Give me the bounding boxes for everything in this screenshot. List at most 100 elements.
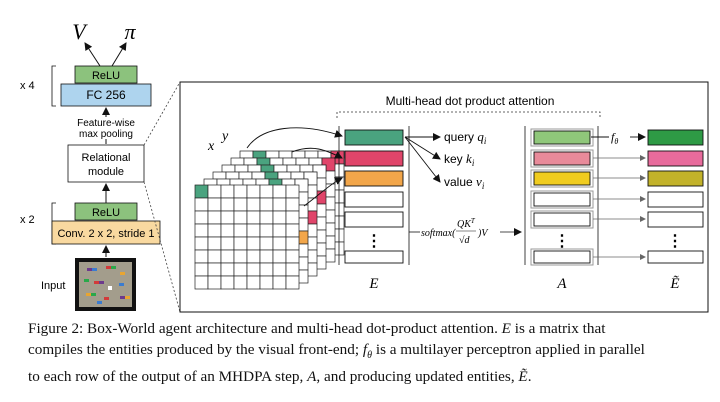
- curve-arrow-entity-2: [291, 147, 343, 159]
- repeat-x2-label: x 2: [20, 214, 35, 226]
- formula-prefix: softmax(: [421, 228, 456, 239]
- figure-caption: Figure 2: Box-World agent architecture a…: [28, 318, 708, 387]
- grid-front-cell: [259, 210, 274, 225]
- grid-front-cell: [207, 262, 222, 277]
- grid-layer-cell: [278, 150, 293, 159]
- grid-front-cell: [194, 223, 209, 238]
- E-row-3: [344, 170, 404, 187]
- grid-front-cell: [285, 275, 300, 290]
- grid-front-cell: [220, 275, 235, 290]
- label-A: A: [556, 276, 567, 292]
- repeat-x4-label: x 4: [20, 80, 35, 92]
- grid-front-cell: [220, 223, 235, 238]
- arrow-to-v: [84, 42, 101, 67]
- E-row-4: [344, 191, 404, 208]
- grid-front-cell: [272, 275, 287, 290]
- repeat-x4-bracket: [51, 65, 56, 107]
- grid-front-cell: [272, 236, 287, 251]
- grid-front-cell: [272, 223, 287, 238]
- arrow-value: [404, 136, 441, 183]
- grid-front-cell: [220, 184, 235, 199]
- arrow-key: [404, 136, 441, 160]
- query-label: query qi: [444, 129, 487, 146]
- formula-denominator: √d: [459, 235, 470, 246]
- grid-front-cell: [285, 210, 300, 225]
- grid-front-cell: [246, 262, 261, 277]
- relu-top-box: [74, 65, 138, 84]
- label-Etilde: Ẽ: [669, 275, 679, 292]
- key-label: key ki: [444, 151, 475, 168]
- grid-layer-cell: [295, 157, 310, 166]
- grid-front-cell: [246, 249, 261, 264]
- grid-front-cell: [246, 275, 261, 290]
- grid-front-cell: [259, 223, 274, 238]
- grid-layer-cell: [256, 157, 271, 166]
- conv-box: [51, 220, 161, 245]
- caption-line-2: compiles the entities produced by the vi…: [28, 341, 645, 362]
- arrow-to-pi: [111, 42, 127, 67]
- grid-layer-cell: [282, 157, 297, 166]
- grid-layer-cell: [273, 164, 288, 173]
- grid-front-cell: [233, 184, 248, 199]
- softmax-formula: softmax( QKT √d )V: [421, 217, 489, 246]
- grid-layer-cell: [290, 171, 305, 180]
- attention-panel: Multi-head dot product attention x y ⋮ E: [179, 81, 709, 313]
- grid-layer-cell: [286, 164, 301, 173]
- E-row-5: [344, 211, 404, 228]
- grid-front-cell: [272, 197, 287, 212]
- grid-layer-cell: [299, 164, 314, 173]
- grid-front-cell: [259, 275, 274, 290]
- grid-front-cell: [233, 197, 248, 212]
- grid-front-cell: [259, 262, 274, 277]
- input-image: [75, 258, 136, 311]
- grid-front-cell: [272, 262, 287, 277]
- E-row-1: [344, 129, 404, 146]
- relational-module-box: [67, 144, 145, 183]
- grid-layer-cell: [234, 164, 249, 173]
- mhdpa-title-bracket: [336, 111, 601, 118]
- A-row-1: [533, 130, 591, 145]
- Etilde-row-last: [647, 250, 704, 264]
- f-theta-label: fθ: [611, 130, 618, 146]
- grid-layer-cell: [265, 150, 280, 159]
- grid-front-cell: [194, 210, 209, 225]
- grid-layer-cell: [230, 157, 245, 166]
- grid-front-cell: [220, 236, 235, 251]
- grid-layer-cell: [221, 164, 236, 173]
- axis-y-label: y: [220, 129, 229, 144]
- grid-layer-cell: [239, 150, 254, 159]
- grid-layer-cell: [277, 171, 292, 180]
- grid-front-cell: [246, 184, 261, 199]
- grid-front-cell: [207, 210, 222, 225]
- grid-front-cell: [194, 249, 209, 264]
- grid-layer-cell: [264, 171, 279, 180]
- grid-layer-cell: [304, 150, 319, 159]
- grid-front-cell: [233, 223, 248, 238]
- curve-arrow-entity-1: [246, 127, 343, 149]
- conv-label: Conv. 2 x 2, stride 1: [57, 228, 154, 240]
- entity-matrix-E: ⋮: [338, 126, 410, 265]
- axis-x-label: x: [207, 139, 215, 154]
- input-image-board: [79, 262, 132, 307]
- grid-layer-cell: [260, 164, 275, 173]
- A-row-5: [533, 212, 591, 227]
- A-row-3: [533, 171, 591, 186]
- Etilde-ellipsis: ⋮: [667, 233, 683, 250]
- grid-front-cell: [246, 236, 261, 251]
- pooling-label-line2: max pooling: [79, 129, 133, 140]
- fc-label: FC 256: [86, 88, 126, 102]
- grid-front-cell: [233, 210, 248, 225]
- formula-numerator: QKT: [457, 217, 476, 230]
- A-ellipsis: ⋮: [554, 233, 570, 250]
- grid-layer-cell: [308, 157, 323, 166]
- grid-layer-cell: [247, 164, 262, 173]
- feature-grid-3d: [194, 150, 345, 290]
- grid-front-cell: [285, 197, 300, 212]
- grid-layer-cell: [243, 157, 258, 166]
- grid-front-cell: [285, 184, 300, 199]
- fc-box: [60, 83, 152, 107]
- A-row-4: [533, 192, 591, 207]
- grid-front-cell: [220, 197, 235, 212]
- grid-layer-cell: [251, 171, 266, 180]
- grid-front-cell: [233, 262, 248, 277]
